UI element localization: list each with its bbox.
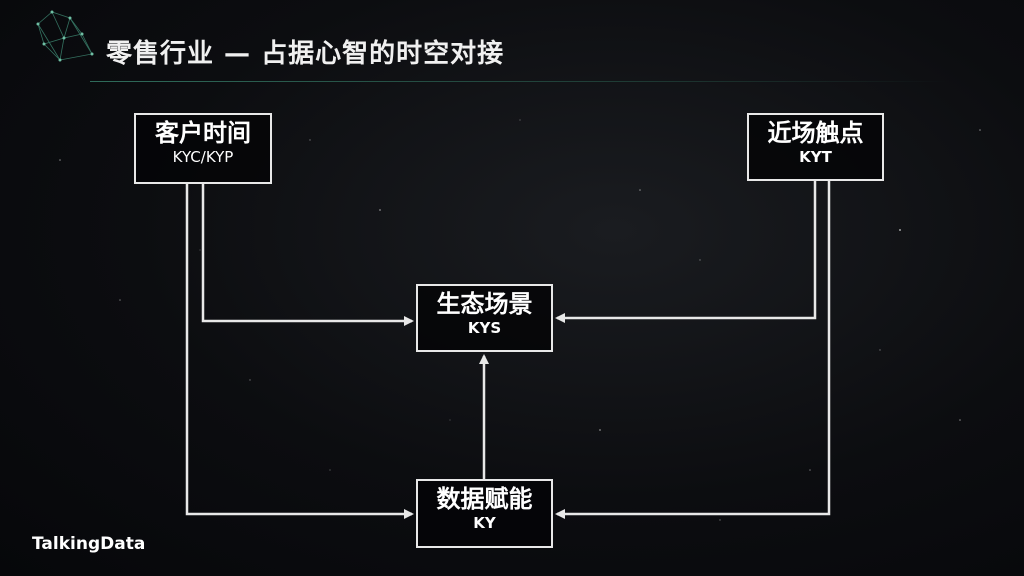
node-label: 数据赋能 bbox=[436, 485, 533, 513]
polygon-network-icon bbox=[36, 10, 94, 62]
edge-kyc-to-kys bbox=[201, 184, 414, 326]
edge-kyt-to-kys bbox=[555, 181, 817, 323]
node-label: 客户时间 bbox=[155, 119, 251, 147]
node-customer-time: 客户时间 KYC/KYP bbox=[134, 113, 272, 184]
brand-logo: TalkingData bbox=[32, 534, 146, 554]
node-ecosystem-scene: 生态场景 KYS bbox=[416, 284, 553, 352]
node-data-empowerment: 数据赋能 KY bbox=[416, 479, 553, 548]
node-nearfield-touchpoint: 近场触点 KYT bbox=[747, 113, 884, 181]
node-code: KYC/KYP bbox=[172, 148, 234, 166]
slide-title: 零售行业 — 占据心智的时空对接 bbox=[106, 39, 505, 69]
title-divider bbox=[90, 81, 950, 82]
node-label: 近场触点 bbox=[767, 119, 864, 147]
node-code: KYT bbox=[799, 148, 832, 166]
node-label: 生态场景 bbox=[436, 290, 533, 318]
edge-kyt-to-ky bbox=[555, 181, 831, 519]
node-code: KYS bbox=[467, 319, 502, 337]
node-code: KY bbox=[473, 514, 496, 532]
edge-kyc-to-ky bbox=[185, 184, 414, 519]
